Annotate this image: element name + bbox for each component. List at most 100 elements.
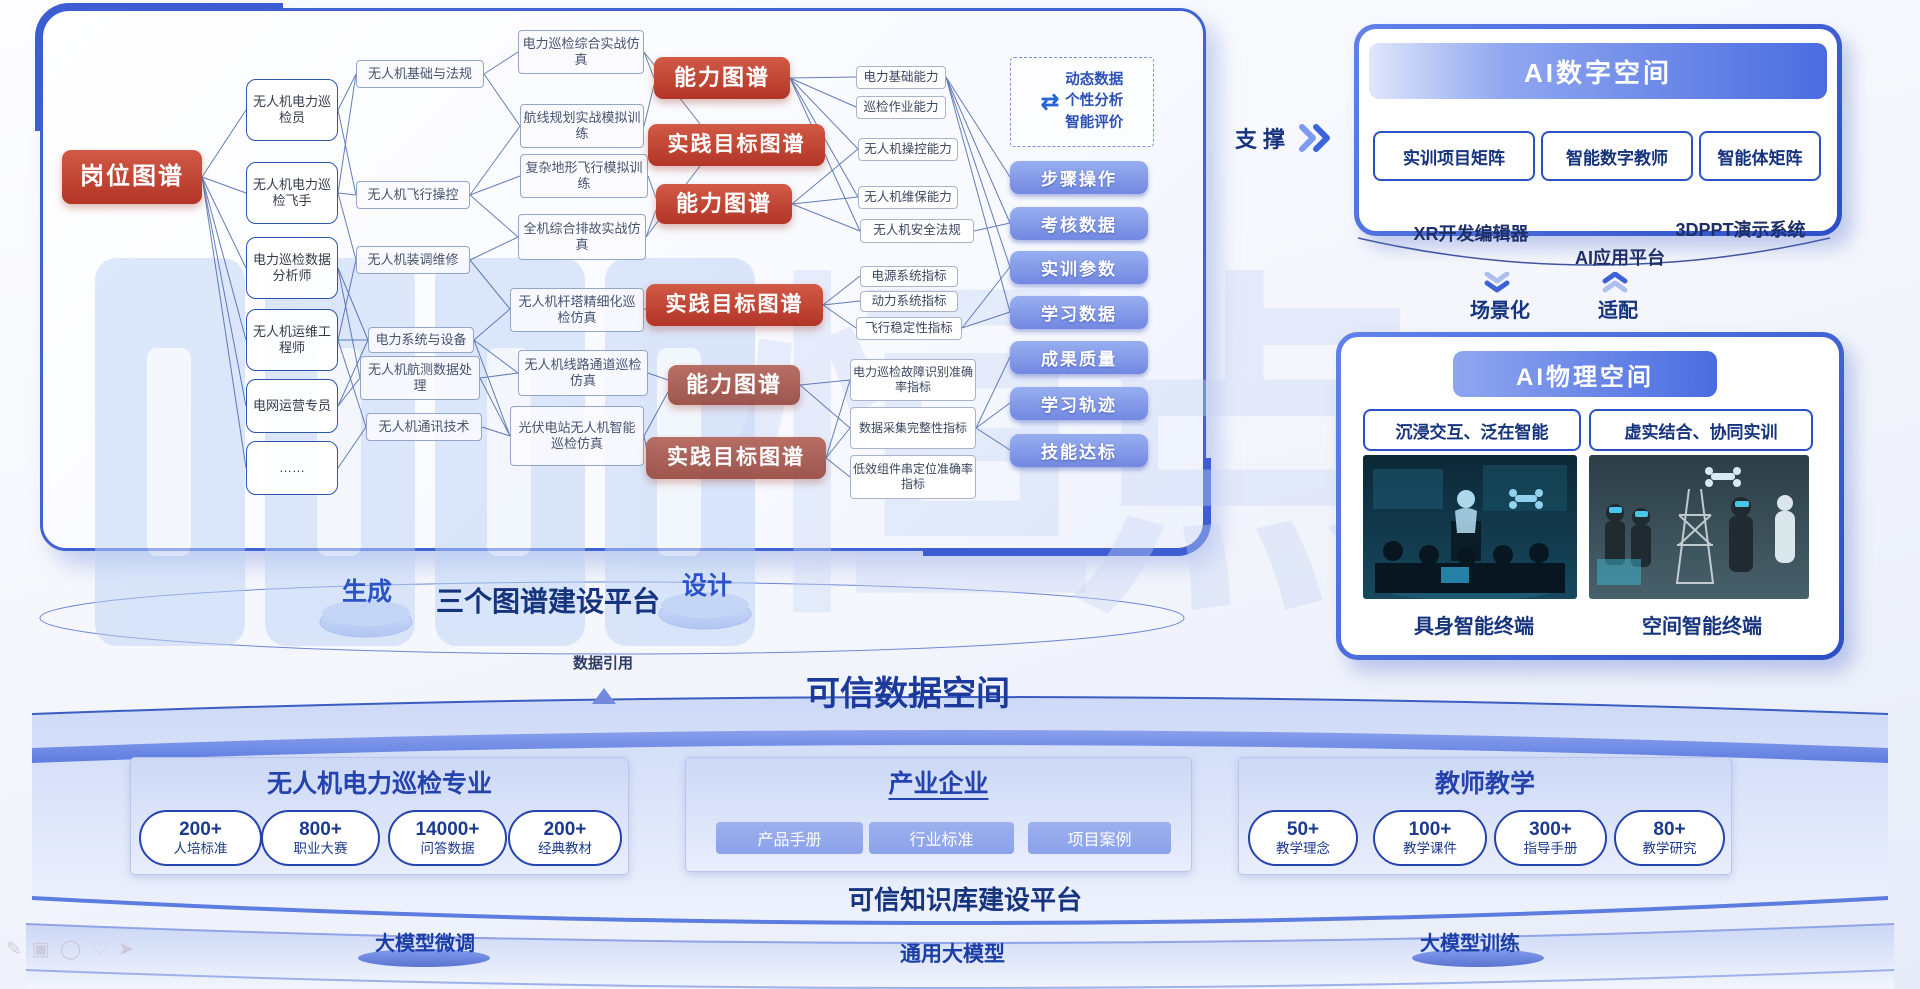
ai-physical-space-title: AI物理空间: [1453, 351, 1717, 397]
stat-pill: 14000+ 问答数据: [388, 810, 507, 866]
sim-node: 电力巡检综合实战仿真: [518, 30, 644, 74]
stat-label: 职业大赛: [293, 841, 348, 857]
generate-label: 生成: [341, 578, 392, 606]
course-node: 无人机通讯技术: [366, 413, 482, 441]
cursor-icon[interactable]: ➤: [118, 939, 145, 960]
embodied-terminal-label: 具身智能终端: [1414, 616, 1534, 638]
metric-button-skill[interactable]: 技能达标: [1010, 434, 1148, 467]
metric-button-steps[interactable]: 步骤操作: [1010, 161, 1148, 194]
metric-button-quality[interactable]: 成果质量: [1010, 341, 1148, 374]
stat-label: 经典教材: [538, 841, 592, 857]
scene-label: 场景化: [1470, 300, 1530, 322]
stat-pill: 300+ 指导手册: [1494, 810, 1607, 866]
ai-app-platform-label: AI应用平台: [1575, 248, 1665, 268]
stat-pill: 800+ 职业大赛: [261, 810, 380, 866]
base-model-label: 通用大模型: [900, 943, 1005, 966]
ability-node: 无人机安全法规: [860, 219, 974, 243]
sim-node: 全机综合排故实战仿真: [518, 214, 646, 260]
sim-node: 航线规划实战模拟训练: [520, 104, 644, 148]
ai-digital-space-panel: AI数字空间 实训项目矩阵 智能数字教师 智能体矩阵: [1354, 24, 1842, 236]
indicator-node: 数据采集完整性指标: [850, 407, 976, 449]
stat-number: 300+: [1529, 819, 1572, 841]
sync-arrows-icon: ⇄: [1040, 89, 1060, 114]
stat-number: 80+: [1653, 819, 1686, 841]
map-node-practice: 实践目标图谱: [648, 124, 825, 166]
course-node: 电力系统与设备: [368, 327, 474, 353]
stat-number: 200+: [179, 819, 222, 841]
indicator-node: 动力系统指标: [860, 291, 958, 312]
major-title: 无人机电力巡检专业: [266, 770, 492, 798]
map-node-practice: 实践目标图谱: [646, 284, 823, 326]
ellipse-icon[interactable]: ◯: [59, 939, 92, 960]
metric-button-track[interactable]: 学习轨迹: [1010, 387, 1148, 420]
model-train-label: 大模型训练: [1420, 933, 1520, 955]
vr-lab-photo: [1589, 455, 1809, 599]
root-node-job-map: 岗位图谱: [62, 150, 202, 204]
stat-number: 100+: [1408, 819, 1452, 841]
project-case-tag[interactable]: 项目案例: [1028, 822, 1171, 854]
course-node: 无人机装调维修: [356, 246, 470, 274]
industry-knowledge-box: 产业企业 产品手册 行业标准 项目案例: [685, 757, 1192, 872]
note-line: 动态数据: [1065, 72, 1124, 89]
virtual-real-training-button[interactable]: 虚实结合、协同实训: [1589, 409, 1813, 451]
ability-node: 电力基础能力: [856, 66, 946, 89]
data-reference-label: 数据引用: [572, 655, 633, 672]
product-manual-tag[interactable]: 产品手册: [716, 822, 863, 854]
sim-node: 复杂地形飞行模拟训练: [520, 154, 648, 198]
graph-platform-title: 三个图谱建设平台: [435, 586, 660, 617]
map-node-ability: 能力图谱: [654, 57, 790, 99]
stat-label: 教学研究: [1642, 841, 1697, 857]
stat-number: 50+: [1286, 819, 1320, 841]
dynamic-eval-note: ⇄ 动态数据 个性分析 智能评价: [1010, 57, 1154, 147]
adapt-label: 适配: [1598, 300, 1638, 322]
design-label: 设计: [681, 572, 732, 600]
map-node-practice: 实践目标图谱: [646, 437, 826, 479]
stat-pill: 50+ 教学理念: [1248, 810, 1358, 866]
stat-pill: 200+ 经典教材: [508, 810, 622, 866]
industry-standard-tag[interactable]: 行业标准: [869, 822, 1014, 854]
metric-button-exam[interactable]: 考核数据: [1010, 207, 1148, 240]
digital-teacher-button[interactable]: 智能数字教师: [1541, 131, 1693, 181]
stat-pill: 200+ 人培标准: [139, 810, 262, 866]
stat-label: 问答数据: [420, 841, 475, 857]
stat-pill: 80+ 教学研究: [1614, 810, 1725, 866]
role-node: 无人机运维工程师: [246, 309, 338, 371]
immersive-interaction-button[interactable]: 沉浸交互、泛在智能: [1363, 409, 1581, 451]
agent-matrix-button[interactable]: 智能体矩阵: [1699, 131, 1821, 181]
stat-pill: 100+ 教学课件: [1373, 810, 1487, 866]
pencil-icon[interactable]: ✎: [6, 939, 32, 960]
training-project-matrix-button[interactable]: 实训项目矩阵: [1373, 131, 1535, 181]
teaching-title: 教师教学: [1434, 770, 1535, 798]
classroom-photo: [1363, 455, 1577, 599]
indicator-node: 低效组件串定位准确率指标: [850, 455, 976, 499]
industry-title: 产业企业: [888, 770, 989, 798]
model-finetune-label: 大模型微调: [375, 933, 475, 955]
support-arrow-icon: [1299, 124, 1330, 152]
role-node: 电网运营专员: [246, 379, 338, 433]
knowledge-platform-title: 可信知识库建设平台: [847, 885, 1082, 915]
stat-label: 人培标准: [173, 841, 228, 857]
image-icon[interactable]: ▣: [31, 939, 60, 960]
chevron-up-icon: [1602, 272, 1628, 293]
course-node: 无人机飞行操控: [356, 181, 470, 209]
map-node-ability: 能力图谱: [668, 365, 800, 405]
metric-button-learndata[interactable]: 学习数据: [1010, 296, 1148, 329]
note-line: 智能评价: [1065, 114, 1124, 131]
role-node: 电力巡检数据分析师: [246, 237, 338, 299]
metric-button-params[interactable]: 实训参数: [1010, 251, 1148, 284]
course-node: 无人机航测数据处理: [360, 356, 480, 400]
map-node-ability: 能力图谱: [656, 184, 792, 224]
ability-node: 巡检作业能力: [856, 96, 946, 119]
stat-number: 800+: [299, 819, 342, 841]
chevron-down-icon: [1484, 272, 1510, 293]
sim-node: 光伏电站无人机智能巡检仿真: [510, 406, 644, 466]
annotation-tray: ✎▣◯♡➤: [6, 938, 144, 961]
role-node: 无人机电力巡检员: [246, 79, 338, 141]
stat-number: 200+: [543, 819, 587, 841]
indicator-node: 电源系统指标: [860, 266, 958, 287]
major-knowledge-box: 无人机电力巡检专业 200+ 人培标准 800+ 职业大赛 14000+ 问答数…: [130, 757, 629, 875]
role-node: ……: [246, 441, 338, 495]
sim-node: 无人机线路通道巡检仿真: [518, 350, 648, 396]
heart-icon[interactable]: ♡: [91, 939, 119, 960]
